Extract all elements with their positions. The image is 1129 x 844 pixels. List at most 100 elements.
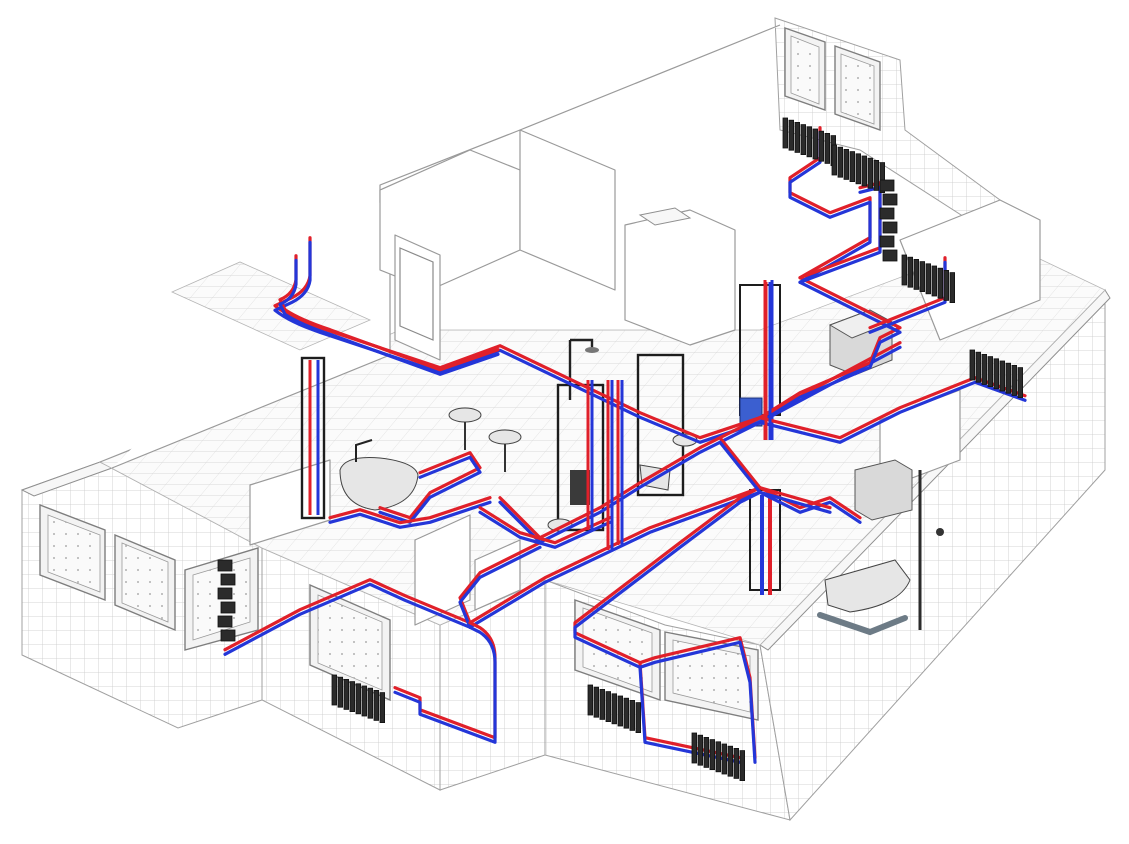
radiators (217, 117, 1023, 781)
flush-tank-icon (570, 470, 590, 505)
radiator-fin (733, 748, 739, 779)
wash-basin-icon (448, 407, 482, 423)
door-opening-a (399, 247, 434, 341)
radiator-fin (587, 684, 593, 716)
radiator-fin (611, 693, 617, 725)
upper-window-2-pane (840, 53, 875, 125)
radiator-fin (623, 697, 629, 729)
radiator-fin (217, 559, 233, 572)
front-down-left-cold (393, 625, 497, 744)
radiator-fin (812, 128, 818, 160)
radiator-fin (949, 272, 955, 304)
radiator-fin (635, 702, 641, 733)
radiator-fin (617, 695, 623, 727)
bathroom-right (749, 459, 944, 636)
shower-head-icon (585, 347, 599, 353)
radiator-icon (879, 179, 898, 262)
left-bath-loop-2-cold (328, 500, 492, 529)
radiator-fin (1005, 362, 1011, 394)
water-heater-icon (854, 459, 913, 521)
radiator-fin (1017, 367, 1023, 399)
radiator-fin (879, 162, 885, 194)
radiator-fin (981, 353, 987, 385)
freestanding-bathtub-icon (339, 457, 419, 511)
radiator-fin (599, 689, 605, 720)
radiator-fin (721, 743, 727, 775)
riser-frame-left (300, 356, 326, 520)
tub-faucet-icon (355, 439, 373, 462)
radiator-fin (337, 676, 343, 708)
radiator-fin (993, 358, 999, 390)
radiator-fin (373, 690, 379, 721)
upper-right-run-2-cold (798, 185, 882, 284)
radiator-fin (349, 681, 355, 712)
upper-right-run-hot (758, 126, 902, 420)
radiator-icon (587, 684, 641, 733)
radiator-icon (969, 349, 1023, 399)
radiator-fin (987, 356, 993, 388)
radiator-fin (843, 148, 849, 180)
radiator-fin (999, 360, 1005, 392)
radiator-fin (831, 144, 837, 176)
radiator-fin (818, 130, 824, 162)
center-to-left-room-hot (223, 541, 542, 652)
radiator-fin (907, 256, 913, 288)
radiator-fin (882, 193, 898, 206)
partition-f (414, 514, 471, 626)
radiator-fin (937, 267, 943, 299)
radiator-fin (782, 117, 788, 149)
upper-window-1-pane (790, 35, 820, 105)
radiator-fin (879, 207, 895, 220)
radiator-fin (379, 692, 385, 723)
radiator-icon (331, 674, 385, 723)
shower-riser-icon (568, 338, 594, 400)
front-down-right-2-cold (638, 640, 757, 764)
corridor-main-cold (278, 258, 500, 376)
center-to-front-hot (468, 486, 762, 625)
radiator-fin (343, 679, 349, 710)
radiator-fin (605, 691, 611, 722)
radiator-fin (806, 126, 812, 158)
partition-d (624, 209, 736, 346)
utility-to-right-bath-hot (718, 436, 832, 510)
bathroom-left (300, 356, 419, 520)
radiator-fin (794, 122, 800, 153)
heating-piping (223, 126, 1027, 764)
radiator-fin (855, 153, 861, 185)
radiator-fin (867, 157, 873, 189)
center-to-left-room-cold (223, 545, 542, 656)
radiator-fin (220, 601, 236, 614)
radiator-fin (727, 745, 733, 777)
radiator-fin (703, 737, 709, 768)
drain-pipe-icon (817, 612, 908, 636)
radiator-fin (849, 151, 855, 183)
center-to-front-cold (468, 490, 762, 629)
radiator-fin (217, 587, 233, 600)
radiator-fin (824, 132, 830, 164)
center-window-pane (317, 594, 383, 691)
building-shell (20, 17, 1111, 822)
radiator-fin (969, 349, 975, 381)
radiator-fin (925, 263, 931, 295)
radiator-fin (975, 351, 981, 383)
utility-to-right-bath-cold (718, 440, 832, 514)
radiator-fin (882, 221, 898, 234)
radiator-fin (879, 179, 895, 192)
balcony-window-2-pane (121, 542, 169, 623)
radiator-fin (715, 741, 721, 773)
radiator-fin (931, 265, 937, 297)
radiator-fin (873, 159, 879, 191)
radiator-fin (697, 734, 703, 766)
radiator-icon (901, 254, 955, 304)
radiator-fin (919, 261, 925, 293)
bath-center-feed-hot (498, 416, 762, 540)
right-bay-window-1-pane (582, 607, 653, 693)
to-right-radiator-cold (758, 380, 1027, 444)
balcony-window-1-pane (47, 514, 101, 593)
radiator-icon (691, 732, 745, 781)
radiator-fin (709, 739, 715, 770)
valve-icon (936, 528, 944, 536)
radiator-fin (800, 124, 806, 155)
column-top (638, 207, 692, 226)
